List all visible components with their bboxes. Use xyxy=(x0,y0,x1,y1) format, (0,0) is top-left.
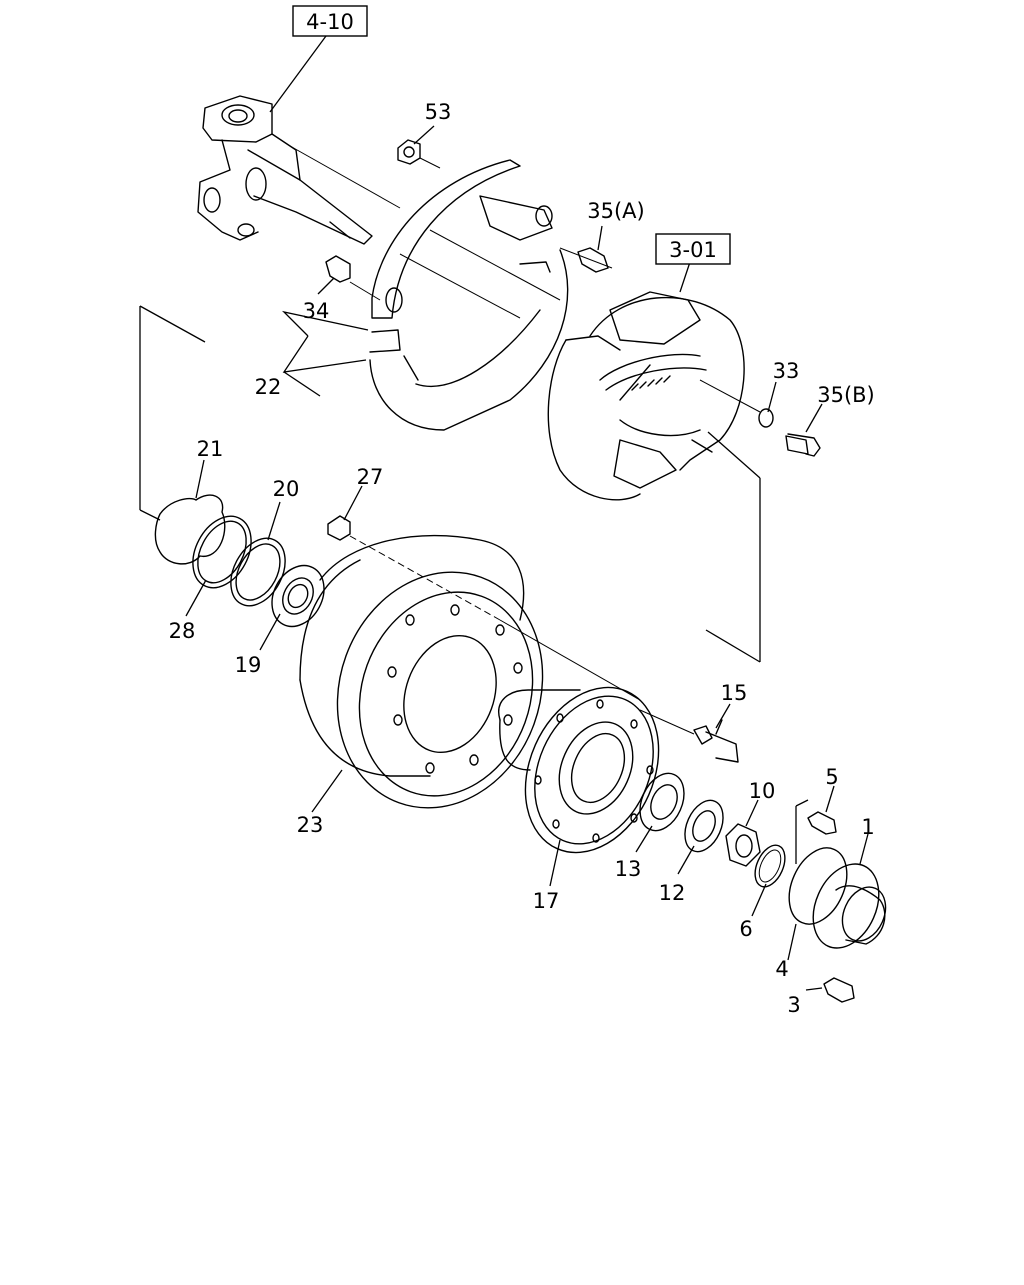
seal-20 xyxy=(230,537,286,607)
bolt-35b xyxy=(785,433,821,457)
part-label-10: 10 xyxy=(749,779,776,803)
oil-seal-21 xyxy=(154,494,226,565)
part-label-6: 6 xyxy=(739,917,752,941)
ref-label-4-10: 4-10 xyxy=(306,10,354,34)
part-labels: 53 35(A) 34 22 33 35(B) 21 20 27 28 19 1… xyxy=(169,100,875,1017)
lock-washer-6 xyxy=(754,844,786,888)
bolt-35a xyxy=(577,247,609,273)
assembly-centerlines xyxy=(289,145,761,735)
brake-shoe-assembly xyxy=(547,291,745,501)
ref-label-3-01: 3-01 xyxy=(669,238,717,262)
part-label-34: 34 xyxy=(303,299,330,323)
nut-27 xyxy=(327,515,351,541)
hub-stud-holes xyxy=(534,699,654,843)
part-label-5: 5 xyxy=(825,765,838,789)
hub-bolt-15 xyxy=(693,719,739,763)
brake-drum-23 xyxy=(299,534,544,809)
hub-cap-1 xyxy=(812,863,887,949)
bolt-3 xyxy=(823,977,855,1003)
hub-nut-10 xyxy=(725,823,761,867)
bolt-5 xyxy=(807,811,837,835)
seal-12 xyxy=(684,799,724,853)
part-label-12: 12 xyxy=(659,881,686,905)
retaining-ring-28 xyxy=(192,515,252,589)
part-label-28: 28 xyxy=(169,619,196,643)
part-label-4: 4 xyxy=(775,957,788,981)
backing-plate xyxy=(369,159,569,431)
part-label-21: 21 xyxy=(197,437,224,461)
part-label-53: 53 xyxy=(425,100,452,124)
part-label-35b: 35(B) xyxy=(817,383,875,407)
part-label-15: 15 xyxy=(721,681,748,705)
part-label-3: 3 xyxy=(787,993,800,1017)
part-label-35a: 35(A) xyxy=(587,199,644,223)
drum-bolt-holes xyxy=(387,604,523,774)
ref-box-4-10: 4-10 xyxy=(292,5,368,37)
part-label-22: 22 xyxy=(255,375,282,399)
steering-knuckle xyxy=(197,95,373,245)
hub-17 xyxy=(498,686,660,854)
callout-leaders xyxy=(185,35,869,991)
part-label-20: 20 xyxy=(273,477,300,501)
ref-box-3-01: 3-01 xyxy=(655,233,731,265)
part-label-27: 27 xyxy=(357,465,384,489)
part-label-23: 23 xyxy=(297,813,324,837)
bearing-13 xyxy=(639,772,685,832)
part-label-1: 1 xyxy=(861,815,874,839)
part-label-13: 13 xyxy=(615,857,642,881)
gasket-4 xyxy=(788,847,848,925)
part-label-33: 33 xyxy=(773,359,800,383)
group-brackets xyxy=(139,305,809,864)
snap-ring-33 xyxy=(758,408,774,428)
part-label-19: 19 xyxy=(235,653,262,677)
bearing-19 xyxy=(271,564,325,628)
nut-53 xyxy=(397,139,421,165)
part-label-17: 17 xyxy=(533,889,560,913)
pin-34 xyxy=(325,255,351,283)
